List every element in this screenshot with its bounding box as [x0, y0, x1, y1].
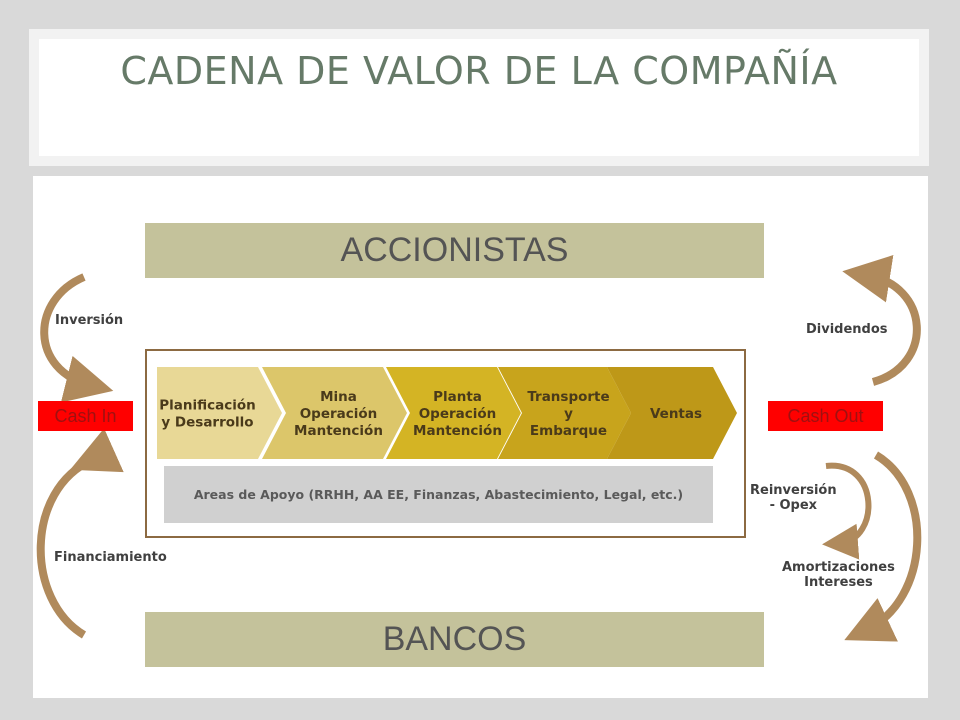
reinversion-label: Reinversión - Opex — [750, 483, 837, 513]
amortizaciones-label: Amortizaciones Intereses — [782, 560, 895, 590]
title-panel: CADENA DE VALOR DE LA COMPAÑÍA — [39, 39, 919, 156]
support-areas-bar: Areas de Apoyo (RRHH, AA EE, Finanzas, A… — [164, 466, 713, 523]
inversion-label: Inversión — [55, 313, 124, 328]
dividendos-label: Dividendos — [806, 322, 888, 337]
inversion-arrow — [40, 273, 114, 403]
amortizaciones-arrow — [844, 451, 922, 642]
financiamiento-label: Financiamiento — [54, 550, 167, 565]
bancos-bar: BANCOS — [145, 612, 764, 667]
value-chain-box — [145, 349, 746, 538]
chain-step-5 — [607, 367, 737, 459]
cash-out-box: Cash Out — [768, 401, 883, 431]
chain-step-label: Ventas — [650, 406, 702, 422]
title-frame: CADENA DE VALOR DE LA COMPAÑÍA — [29, 29, 929, 166]
reinversion-arrow — [822, 462, 872, 560]
slide-title: CADENA DE VALOR DE LA COMPAÑÍA — [120, 49, 838, 93]
accionistas-bar: ACCIONISTAS — [145, 223, 764, 278]
chain-step-4 — [498, 367, 631, 459]
chain-step-3 — [386, 367, 521, 459]
financiamiento-arrow — [36, 428, 124, 639]
chain-step-1 — [157, 367, 282, 459]
chain-step-2 — [262, 367, 407, 459]
dividendos-arrow — [842, 255, 921, 386]
cash-in-box: Cash In — [38, 401, 133, 431]
